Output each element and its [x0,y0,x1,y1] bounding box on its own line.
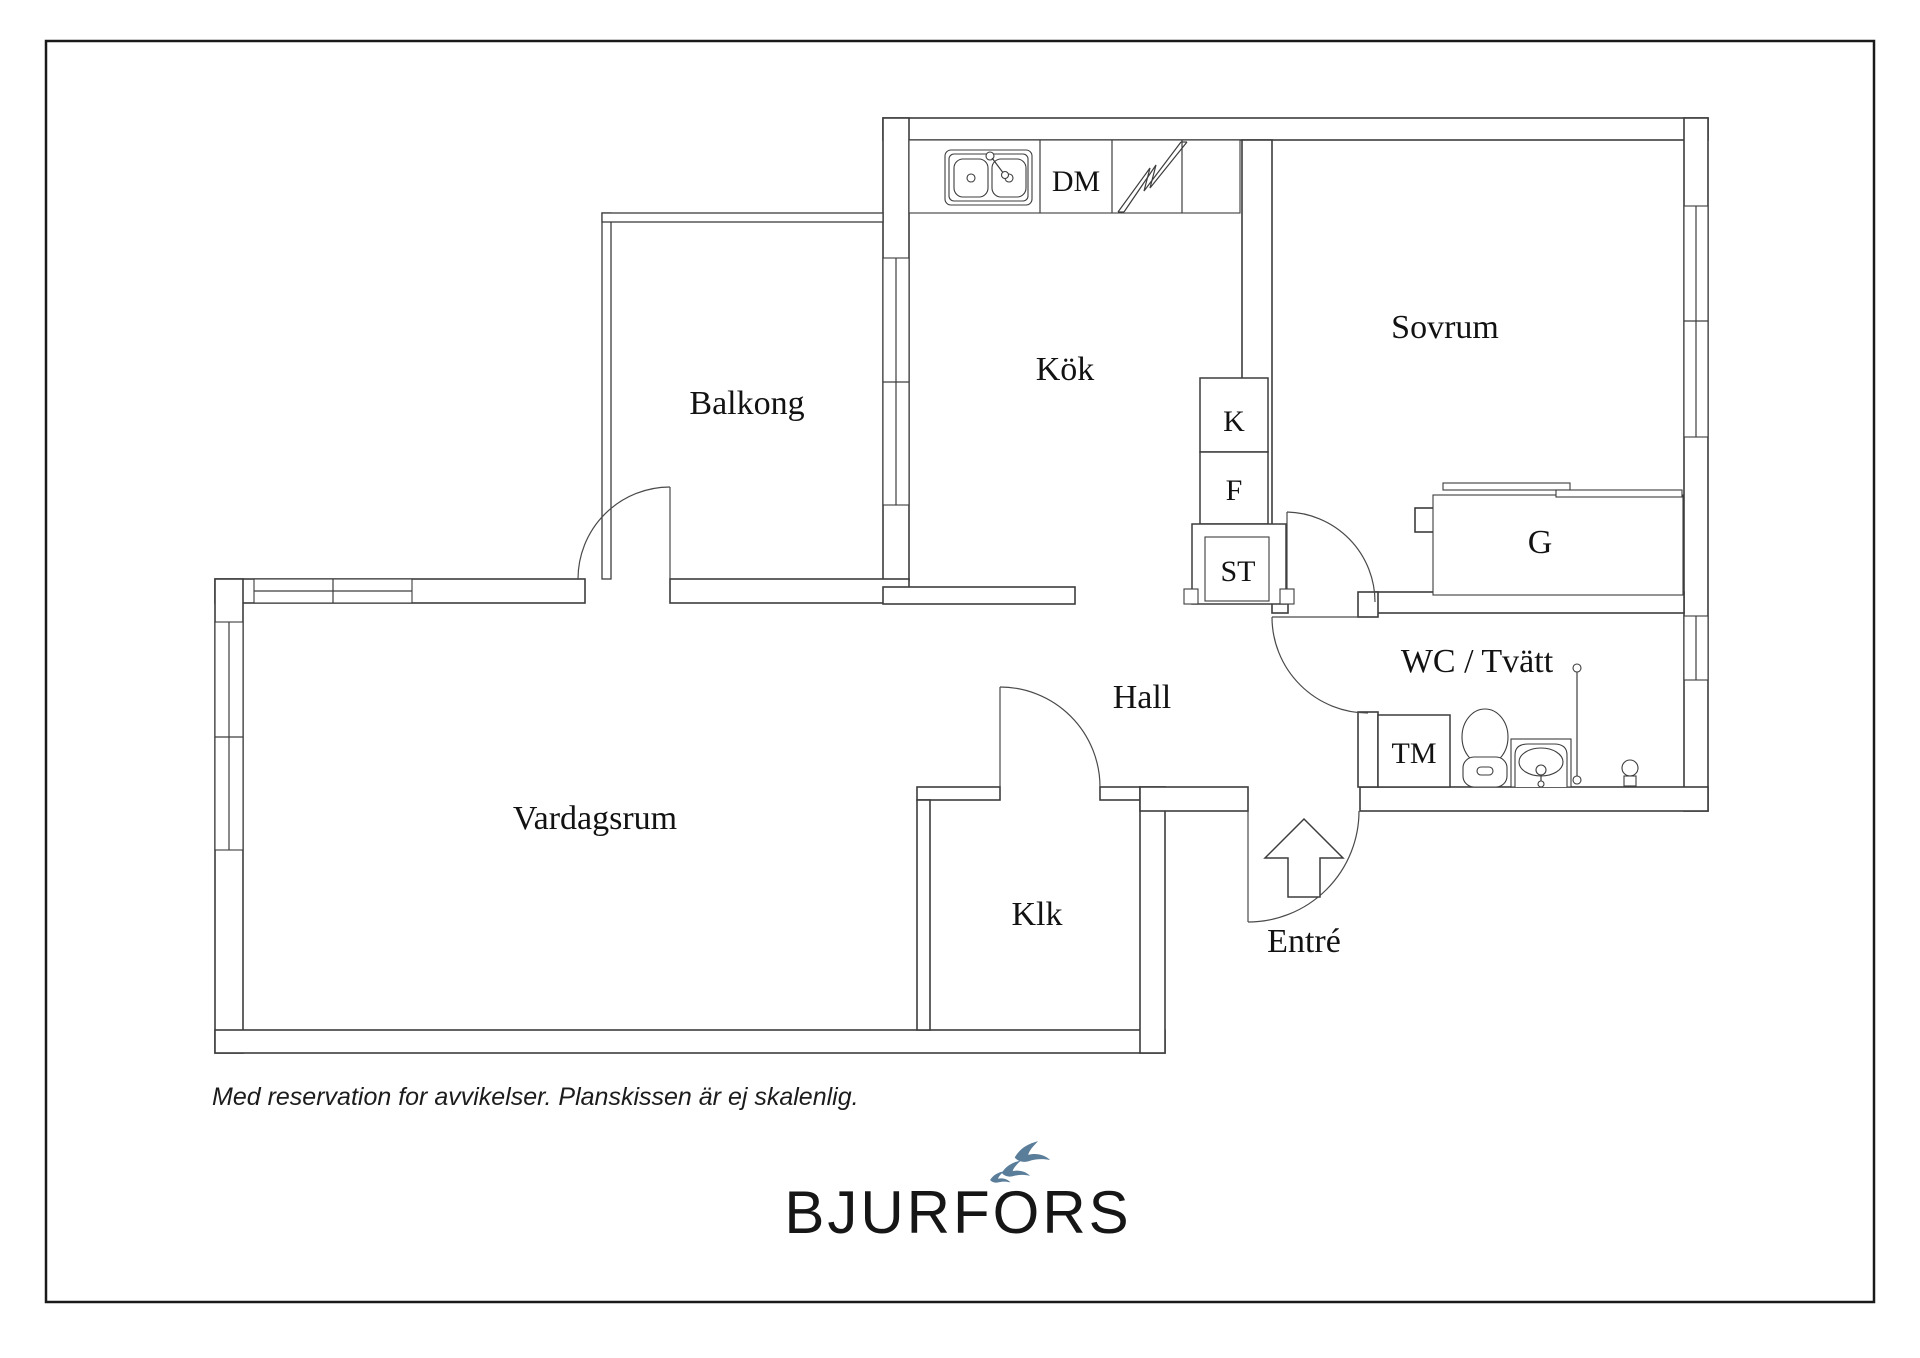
fridge-box [1199,377,1269,453]
kitchen-sink-icon [944,149,1033,206]
shower-rail-icon [1572,663,1582,785]
wardrobe-g [1432,482,1684,596]
logo-text: BJURFORS [784,1179,1131,1246]
entrance-arrow-icon [1263,817,1345,898]
room-label-wardrobe: G [1528,524,1553,561]
logo-group: BJURFORS [784,1141,1131,1246]
room-label-kitchen: Kök [1036,351,1095,388]
wall-hall-bottom [1139,786,1249,812]
st-foot-left [1183,588,1199,605]
appliance-label-freezer: F [1226,474,1243,507]
doors-group [577,486,1376,923]
wall-wc-left-bottom [1357,711,1379,788]
kf-st-closets [1183,377,1295,605]
window-bedroom [1683,205,1709,438]
wall-livingroom-top-right [669,578,910,604]
wall-balcony-top [601,212,884,223]
klk-door [999,686,1101,788]
wardrobe-box [1432,494,1684,596]
bedroom-door [1286,511,1376,603]
stove-icon [1117,141,1188,213]
wall-klk-top-right [1099,786,1141,801]
wall-klk-left [916,799,931,1031]
appliance-label-washing-machine: TM [1392,737,1437,770]
wall-entry-right [1359,786,1709,812]
outer-border [44,39,1876,1304]
shower-knob-icon [1621,759,1639,787]
wall-klk-top-left [916,786,1001,801]
room-label-balcony: Balkong [689,385,804,422]
room-label-livingroom: Vardagsrum [513,800,677,837]
wall-wardrobe-stub [1414,507,1436,533]
window-livingroom-top [253,578,413,604]
appliance-label-fridge: K [1223,405,1245,438]
toilet-icon [1461,708,1509,788]
wall-livingroom-bottom [214,1029,1166,1054]
disclaimer-text: Med reservation for avvikelser. Planskis… [212,1083,859,1111]
window-wc [1683,615,1709,681]
labels-group: Kök Sovrum Balkong Vardagsrum Hall Klk E… [513,165,1554,960]
wall-livingroom-right [1139,786,1166,1054]
appliance-label-storage: ST [1220,555,1255,588]
sliding-door-icon [1442,482,1571,491]
balcony-door [577,486,671,580]
bathroom-fixtures [1377,663,1639,788]
room-label-hall: Hall [1113,679,1172,716]
windows-group [214,205,1709,851]
st-foot-right [1279,588,1295,605]
window-livingroom-left [214,621,244,851]
room-label-bedroom: Sovrum [1391,309,1499,346]
washbasin-icon [1510,738,1572,788]
wall-top [882,117,1709,141]
appliance-label-dishwasher: DM [1052,165,1100,198]
room-label-entrance: Entré [1267,923,1341,960]
room-label-bathroom: WC / Tvätt [1401,643,1554,680]
entrance-door [1247,810,1360,923]
three-birds-icon [990,1141,1051,1183]
room-label-closet: Klk [1012,896,1063,933]
wall-kitchen-bottom [882,586,1076,605]
wall-balcony-left [601,212,612,580]
st-closet-inner [1204,536,1270,602]
sliding-door-icon-2 [1555,489,1683,498]
kitchen-counter [908,139,1241,214]
window-balcony [882,257,910,506]
washing-machine-box [1377,714,1451,788]
wc-door [1271,616,1369,714]
